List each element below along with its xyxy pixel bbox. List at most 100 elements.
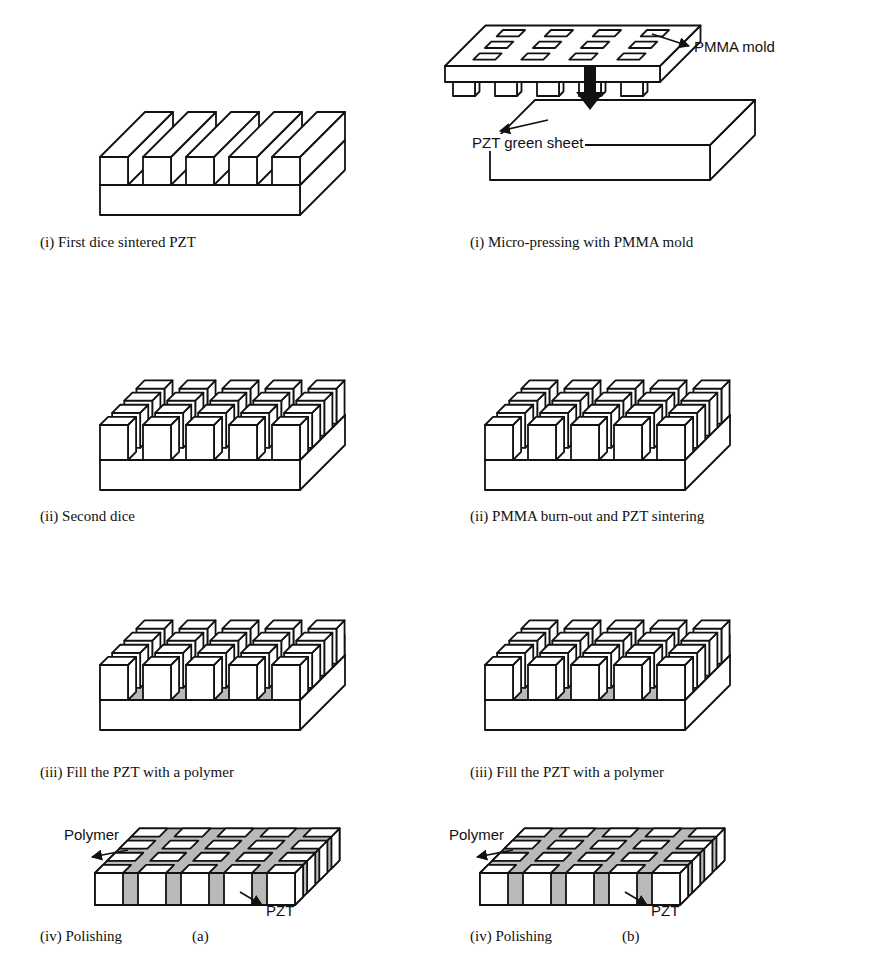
top-face [652,865,688,873]
top-face [119,841,155,849]
front-face [485,425,513,460]
top-face [650,620,686,628]
front-face [186,425,214,460]
front-face [100,425,128,460]
top-face [291,841,327,849]
top-face [595,633,631,641]
front-face [272,157,300,185]
top-face [445,26,701,67]
front-face [657,665,685,700]
front-face [453,82,475,96]
top-face [229,417,265,425]
top-face [100,655,345,700]
front-face [95,873,295,905]
mold-hole [485,42,513,48]
leader-arrow [652,34,689,46]
top-face [260,828,296,836]
top-face [100,417,136,425]
top-face [265,380,301,388]
top-face [131,828,167,836]
top-face [136,620,172,628]
top-face [607,380,643,388]
mold-hole [617,53,645,59]
top-face [509,633,545,641]
front-face [566,873,594,905]
top-face [664,853,700,861]
top-face [607,620,643,628]
top-face [480,828,725,873]
top-face [521,620,557,628]
top-face [583,645,619,653]
top-face [155,645,191,653]
top-face [676,841,712,849]
top-face [509,393,545,401]
top-face [571,417,607,425]
top-face [303,828,339,836]
mold-hole [521,53,549,59]
top-face [614,417,650,425]
top-face [272,657,308,665]
front-face [224,873,252,905]
top-face [100,415,345,460]
leader-arrow [500,120,548,131]
top-face [198,405,234,413]
front-face [229,425,257,460]
top-face [241,645,277,653]
top-face [657,417,693,425]
top-face [497,645,533,653]
leader-label: Polymer [447,826,506,843]
top-face [186,657,222,665]
top-face [284,405,320,413]
front-face [229,157,257,185]
top-face [210,393,246,401]
top-face [284,645,320,653]
top-face [583,405,619,413]
front-face [100,700,300,730]
filled-pillar-array [485,620,730,730]
front-face [657,425,685,460]
front-face [537,82,559,96]
top-face [638,633,674,641]
top-face [198,645,234,653]
top-face [241,405,277,413]
top-face [540,645,576,653]
top-face [143,657,179,665]
top-face [210,633,246,641]
top-face [143,417,179,425]
top-face [272,112,345,157]
leader-label: PMMA mold [694,38,775,55]
step-caption: (i) Micro-pressing with PMMA mold [470,234,693,251]
leader-arrow [625,892,647,905]
front-face [100,157,128,185]
top-face [265,620,301,628]
leader-label: Polymer [62,826,121,843]
front-face [528,425,556,460]
top-face [626,405,662,413]
mold-hole [569,53,597,59]
top-face [626,645,662,653]
top-face [480,865,516,873]
top-face [614,657,650,665]
front-face [100,460,300,490]
top-face [564,620,600,628]
pzt-pillar-array [485,380,730,490]
top-face [229,657,265,665]
top-face [222,380,258,388]
top-face [528,417,564,425]
top-face [638,393,674,401]
top-face [272,417,308,425]
mold-hole [497,30,525,36]
front-face [480,873,680,905]
step-caption: (iii) Fill the PZT with a polymer [470,764,664,781]
front-face [480,873,508,905]
leader-label: PZT [651,902,679,919]
top-face [296,633,332,641]
front-face [95,873,123,905]
step-caption: (ii) PMMA burn-out and PZT sintering [470,508,704,525]
top-face [136,380,172,388]
top-face [296,393,332,401]
front-face [652,873,680,905]
top-face [112,645,148,653]
step-caption: (ii) Second dice [40,508,135,525]
